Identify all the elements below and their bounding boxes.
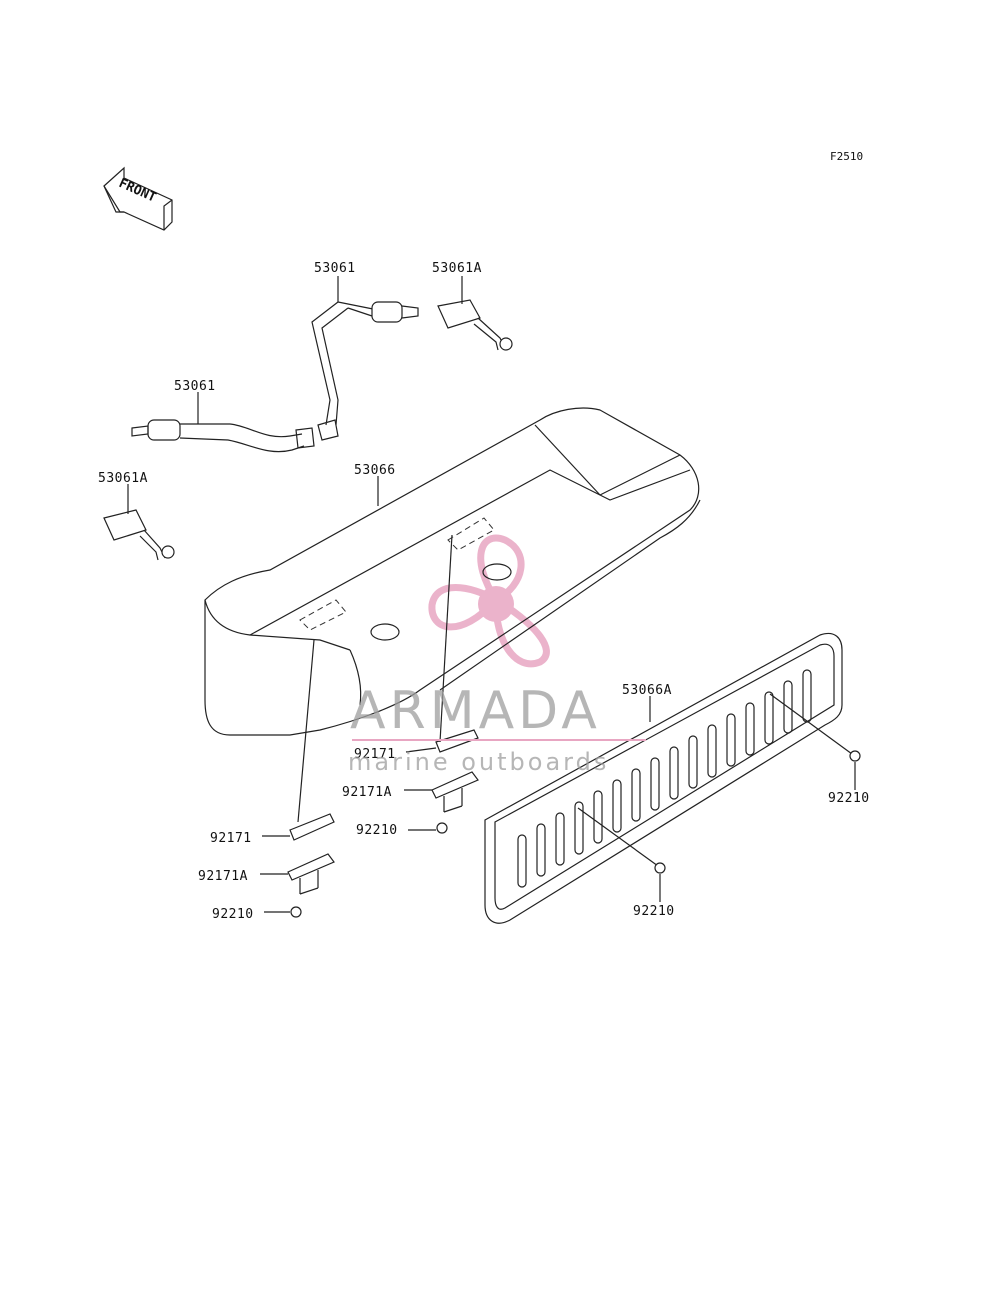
seat-cushion [204,407,701,736]
label-bracket-left: 92171 [210,831,252,846]
label-nut-right-bottom: 92210 [633,904,675,919]
seat-belt-upper [311,301,419,441]
watermark-title: ARMADA [350,681,601,741]
buckle-upper [437,299,513,351]
seat-back-panel [484,632,843,924]
nut-left-icon [290,906,302,918]
bracket-center-a [431,771,479,813]
label-nut-left: 92210 [212,907,254,922]
buckle-left [103,509,175,561]
bracket-left-a [287,853,335,895]
watermark-subtitle: marine outboards [348,748,609,776]
label-bracket-center: 92171 [354,747,396,762]
label-nut-right-top: 92210 [828,791,870,806]
leader-lines [127,276,856,913]
bracket-left [289,639,335,841]
label-buckle-left: 53061A [98,471,148,486]
label-bracket-left-a: 92171A [198,869,248,884]
watermark-propeller-icon [428,534,550,668]
nut-right-bottom-icon [577,807,666,874]
nut-right-top-icon [769,693,861,762]
seat-belt-left [131,419,315,453]
front-arrow-icon: FRONT [103,166,173,231]
label-bracket-center-a: 92171A [342,785,392,800]
panel-slots [517,669,812,888]
label-belt-upper: 53061 [314,261,356,276]
label-seat: 53066 [354,463,396,478]
label-buckle-upper: 53061A [432,261,482,276]
nut-center-icon [436,822,448,834]
label-back-panel: 53066A [622,683,672,698]
label-belt-left: 53061 [174,379,216,394]
figure-code: F2510 [830,150,863,163]
label-nut-center: 92210 [356,823,398,838]
front-label: FRONT [116,176,158,206]
